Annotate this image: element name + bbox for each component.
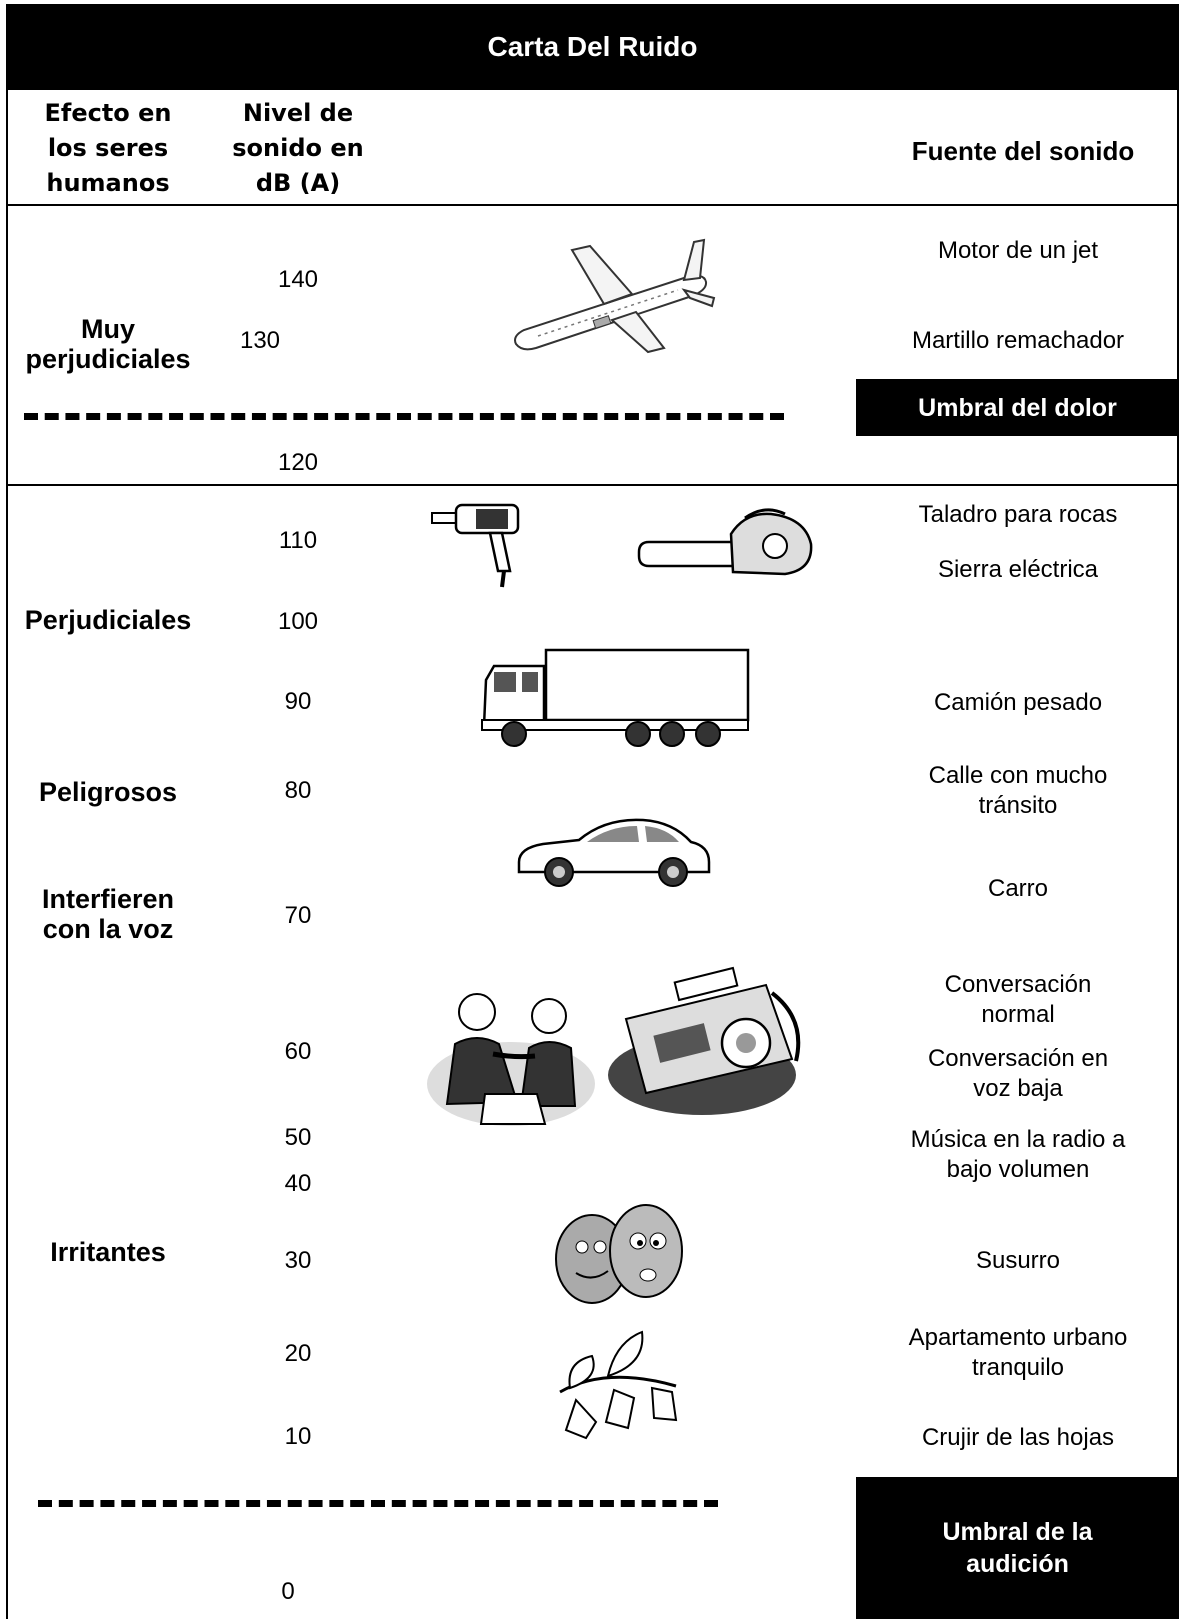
- car-icon: [517, 818, 711, 887]
- source-car: Carro: [987, 875, 1048, 902]
- level-0: 0: [281, 1578, 295, 1605]
- truck-icon: [481, 648, 750, 747]
- source-leaves: Crujir de las hojas: [921, 1424, 1115, 1451]
- section-divider: [8, 484, 1177, 486]
- radio-icon: [608, 966, 801, 1115]
- chart-title: Carta Del Ruido: [8, 4, 1177, 90]
- pain-threshold-label: Umbral del dolor: [856, 379, 1179, 436]
- effect-harmful: Perjudiciales: [24, 605, 192, 635]
- source-chainsaw: Sierra eléctrica: [937, 556, 1099, 583]
- level-120: 120: [277, 449, 319, 476]
- level-60: 60: [284, 1038, 312, 1065]
- effect-very-harmful: Muy perjudiciales: [25, 314, 191, 374]
- level-130: 130: [239, 327, 281, 354]
- source-whisper: Susurro: [975, 1247, 1061, 1274]
- level-100: 100: [277, 608, 319, 635]
- level-40: 40: [284, 1170, 312, 1197]
- level-30: 30: [284, 1247, 312, 1274]
- source-truck: Camión pesado: [933, 689, 1103, 716]
- source-traffic: Calle con mucho tránsito: [928, 762, 1108, 819]
- drill-icon: [431, 503, 520, 588]
- source-riveter: Martillo remachador: [911, 327, 1125, 354]
- source-jet: Motor de un jet: [937, 237, 1099, 264]
- level-10: 10: [284, 1423, 312, 1450]
- level-140: 140: [277, 266, 319, 293]
- source-low-conversation: Conversación en voz baja: [927, 1045, 1109, 1102]
- airplane-icon: [514, 238, 716, 354]
- level-90: 90: [284, 688, 312, 715]
- pain-threshold-dashed-line: [24, 413, 784, 420]
- level-20: 20: [284, 1340, 312, 1367]
- level-column-header: Nivel de sonido en dB (A): [232, 99, 364, 197]
- effect-voice-interference: Interfieren con la voz: [41, 884, 175, 944]
- level-50: 50: [284, 1124, 312, 1151]
- chainsaw-icon: [637, 508, 813, 576]
- whispering-faces-icon: [555, 1204, 683, 1304]
- source-radio: Música en la radio a bajo volumen: [910, 1126, 1126, 1183]
- hearing-threshold-dashed-line: [38, 1500, 718, 1507]
- header-divider: [8, 204, 1177, 206]
- effect-dangerous: Peligrosos: [38, 777, 178, 807]
- source-column-header: Fuente del sonido: [911, 136, 1135, 166]
- noise-chart: Carta Del Ruido Efecto en los seres huma…: [6, 4, 1179, 1619]
- source-apartment: Apartamento urbano tranquilo: [908, 1324, 1128, 1381]
- hearing-threshold-label: Umbral de la audición: [856, 1477, 1179, 1619]
- level-110: 110: [278, 527, 318, 554]
- leaves-icon: [559, 1330, 678, 1440]
- effect-irritating: Irritantes: [50, 1237, 166, 1267]
- effect-column-header: Efecto en los seres humanos: [44, 99, 172, 197]
- source-normal-conversation: Conversación normal: [944, 971, 1092, 1028]
- source-rock-drill: Taladro para rocas: [918, 501, 1118, 528]
- businessmen-icon: [427, 993, 595, 1126]
- level-80: 80: [284, 777, 312, 804]
- level-70: 70: [284, 902, 312, 929]
